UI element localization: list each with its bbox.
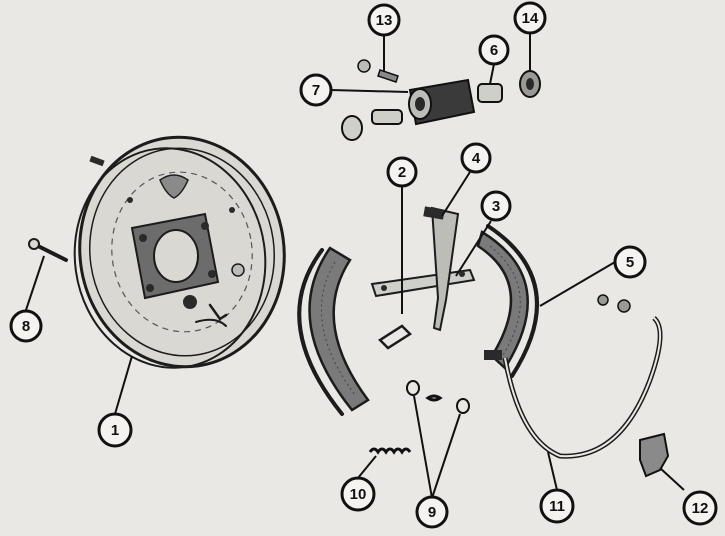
callout-7-label: 7 (312, 82, 320, 99)
callout-14-label: 14 (522, 10, 539, 27)
wheel-cylinder-assembly (341, 59, 541, 141)
callout-5-label: 5 (626, 254, 634, 271)
callout-2-label: 2 (398, 164, 406, 181)
callout-1: 1 (97, 412, 133, 448)
callout-11-label: 11 (549, 498, 565, 515)
adjuster-strut (370, 268, 476, 298)
callout-13-label: 13 (376, 12, 393, 29)
callout-5: 5 (613, 245, 647, 279)
screw (89, 155, 105, 167)
callout-12-label: 12 (692, 500, 709, 517)
callout-3-label: 3 (492, 198, 500, 215)
callout-8: 8 (9, 309, 43, 343)
callout-6-label: 6 (490, 42, 498, 59)
callout-10-label: 10 (350, 486, 367, 503)
callout-10: 10 (340, 476, 376, 512)
callout-9-label: 9 (428, 504, 436, 521)
callout-11: 11 (539, 488, 575, 524)
callout-2: 2 (386, 156, 418, 188)
hold-down-kit (406, 380, 470, 414)
bracket (639, 432, 670, 478)
callout-6: 6 (478, 34, 510, 66)
callout-8-label: 8 (22, 318, 30, 335)
brake-shoe-left (297, 246, 370, 416)
callout-4: 4 (460, 142, 492, 174)
return-spring (368, 447, 412, 455)
backing-plate (73, 135, 286, 369)
brake-shoe-right (476, 224, 539, 378)
nuts (597, 294, 631, 313)
callout-13: 13 (367, 3, 401, 37)
callout-9: 9 (415, 495, 449, 529)
brake-line (502, 316, 663, 459)
parking-brake-lever (423, 206, 460, 332)
callout-12: 12 (682, 490, 718, 526)
callout-1-label: 1 (111, 422, 119, 439)
spring-clip (378, 324, 412, 350)
callout-14: 14 (513, 1, 547, 35)
callout-7: 7 (299, 73, 333, 107)
callout-3: 3 (480, 190, 512, 222)
leader-lines (25, 32, 685, 499)
callout-4-label: 4 (472, 150, 481, 167)
bolt (28, 238, 68, 262)
